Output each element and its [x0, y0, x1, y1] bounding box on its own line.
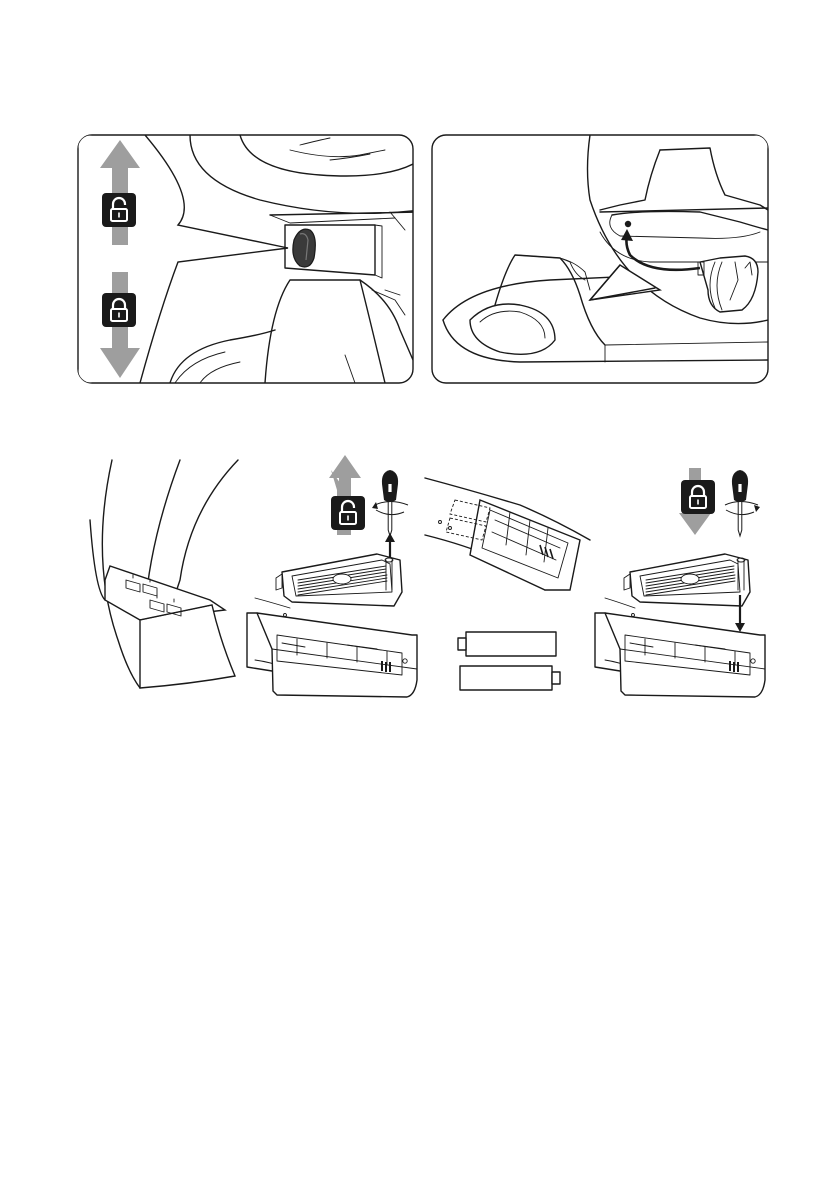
battery-cover-close-figure [595, 468, 765, 697]
battery-icon [458, 632, 556, 656]
battery-cover-closed-figure [90, 460, 238, 688]
battery-cover-open-figure [247, 455, 417, 697]
lock-icon [681, 480, 715, 514]
lock-slider-panel [78, 135, 420, 383]
unlock-icon [331, 496, 365, 530]
lock-icon [102, 293, 136, 327]
cable-routing-panel [432, 135, 768, 383]
battery-icon [460, 666, 560, 690]
screwdriver-icon [732, 470, 748, 536]
battery-insert-figure [425, 478, 590, 690]
screwdriver-icon [382, 470, 398, 536]
unlock-icon [102, 193, 136, 227]
